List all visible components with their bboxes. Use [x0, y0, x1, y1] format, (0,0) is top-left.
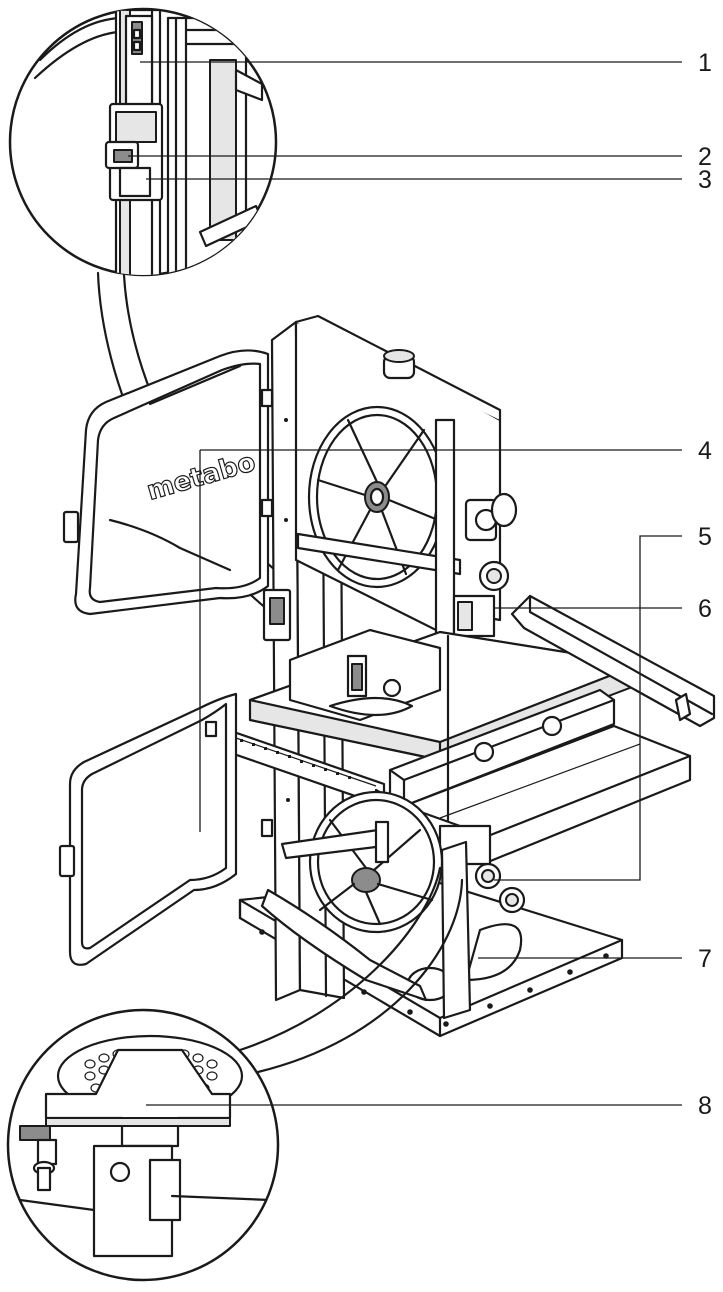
top-detail-view: [8, 7, 278, 277]
bandsaw-machine: metabo: [58, 314, 716, 1038]
callout-3: 3: [698, 166, 712, 194]
callout-labels: 1 2 3 4 5 6 7 8: [698, 49, 712, 1120]
callout-8: 8: [698, 1092, 712, 1120]
callout-5: 5: [698, 523, 712, 551]
bottom-detail-view: [6, 1008, 280, 1282]
callout-2: 2: [698, 143, 712, 171]
callout-7: 7: [698, 945, 712, 973]
leader-lines: [128, 61, 682, 1106]
callout-6: 6: [698, 595, 712, 623]
callout-1: 1: [698, 49, 712, 77]
callout-4: 4: [698, 437, 712, 465]
